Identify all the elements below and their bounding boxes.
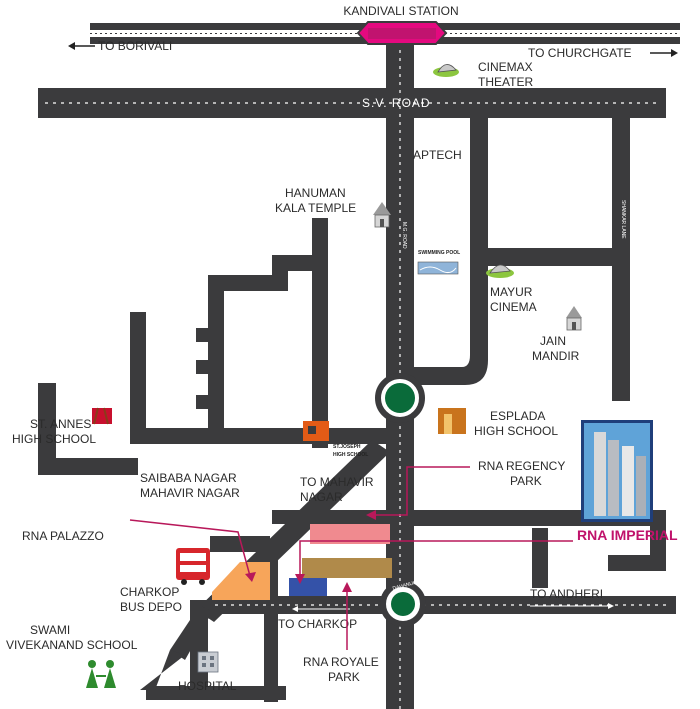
- school-icon-st-annes: [92, 407, 112, 425]
- arrow-head-imperial: [295, 574, 305, 584]
- station-icon: [356, 21, 448, 45]
- mayur-label-2: CINEMA: [490, 300, 537, 314]
- rna-regency-plot: [310, 524, 390, 544]
- arrow-to-andheri-icon: [530, 603, 614, 609]
- swimming-pool-icon: [417, 261, 459, 275]
- rna-regency-label-1: RNA REGENCY: [478, 459, 565, 473]
- traffic-circle-south: [380, 581, 426, 627]
- to-borivali-label: TO BORIVALI: [98, 39, 172, 53]
- jain-label-1: JAIN: [540, 334, 566, 348]
- arrow-left-icon: [68, 42, 95, 50]
- hospital-icon: [197, 651, 219, 673]
- school-icon-esplada: [438, 408, 466, 434]
- jain-label-2: MANDIR: [532, 349, 580, 363]
- cinema-icon: [433, 64, 459, 77]
- school-icon-st-joseph: [303, 421, 329, 441]
- rna-regency-label-2: PARK: [510, 474, 542, 488]
- hanuman-label-1: HANUMAN: [285, 186, 346, 200]
- aptech-road: [470, 116, 488, 256]
- esplada-label-1: ESPLADA: [490, 409, 545, 423]
- pointer-rna-palazzo: [129, 519, 251, 577]
- station-label: KANDIVALI STATION: [343, 4, 458, 18]
- cinemax-label-1: CINEMAX: [478, 60, 533, 74]
- arrow-to-charkop-icon: [292, 606, 350, 612]
- traffic-circle-north: [375, 373, 425, 423]
- temple-icon: [373, 202, 391, 228]
- saibaba-label-2: MAHAVIR NAGAR: [140, 486, 240, 500]
- hospital-label: HOSPITAL: [178, 679, 237, 693]
- st-joseph-label-2: HIGH SCHOOL: [333, 452, 368, 458]
- bus-icon: [176, 548, 210, 585]
- mayur-label-1: MAYUR: [490, 285, 533, 299]
- saibaba-label-1: SAIBABA NAGAR: [140, 471, 237, 485]
- esplada-label-2: HIGH SCHOOL: [474, 424, 558, 438]
- sv-road-label: S.V. ROAD: [362, 96, 431, 110]
- swami-label-2: VIVEKANAND SCHOOL: [6, 638, 138, 652]
- st-annes-label-2: HIGH SCHOOL: [12, 432, 96, 446]
- swami-label-1: SWAMI: [30, 623, 70, 637]
- charkop-bus-label-2: BUS DEPO: [120, 600, 182, 614]
- rna-imperial-building-picture: [581, 420, 653, 522]
- rna-palazzo-label: RNA PALAZZO: [22, 529, 104, 543]
- rna-imperial-marker: [289, 578, 327, 596]
- st-joseph-label-1: ST.JOSEPH: [333, 444, 361, 450]
- school-children-icon: [86, 660, 116, 688]
- charkop-bus-label-1: CHARKOP: [120, 585, 179, 599]
- to-charkop-label: TO CHARKOP: [278, 617, 357, 631]
- to-churchgate-label: TO CHURCHGATE: [528, 46, 632, 60]
- rna-royale-label-2: PARK: [328, 670, 360, 684]
- to-andheri-label: TO ANDHERI: [530, 587, 603, 601]
- rna-imperial-label: RNA IMPERIAL: [577, 527, 678, 543]
- arrow-head-royale: [342, 582, 352, 592]
- jain-connector: [488, 248, 622, 266]
- swimming-pool-label: SWIMMING POOL: [418, 250, 460, 256]
- arrow-head-palazzo: [245, 572, 256, 582]
- to-mahavir-label-2: NAGAR: [300, 490, 343, 504]
- cinema-icon-mayur: [486, 264, 514, 278]
- pointer-rna-imperial: [299, 540, 573, 578]
- rna-royale-plot: [302, 558, 392, 578]
- side-lane-label: SHANKAR LANE: [620, 200, 626, 239]
- aptech-label: APTECH: [413, 148, 462, 162]
- arrow-right-icon: [650, 49, 678, 57]
- st-annes-label-1: ST. ANNES: [30, 417, 91, 431]
- rna-palazzo-plot: [212, 562, 270, 600]
- jain-temple-icon: [566, 306, 582, 331]
- rna-royale-label-1: RNA ROYALE: [303, 655, 379, 669]
- cinemax-label-2: THEATER: [478, 75, 533, 89]
- to-mahavir-label-1: TO MAHAVIR: [300, 475, 374, 489]
- hanuman-label-2: KALA TEMPLE: [275, 201, 356, 215]
- main-road-label: M.G. ROAD: [401, 222, 407, 249]
- pointer-rna-regency: [370, 466, 470, 516]
- st-annes-road: [130, 428, 386, 444]
- arrow-head-regency: [366, 510, 376, 520]
